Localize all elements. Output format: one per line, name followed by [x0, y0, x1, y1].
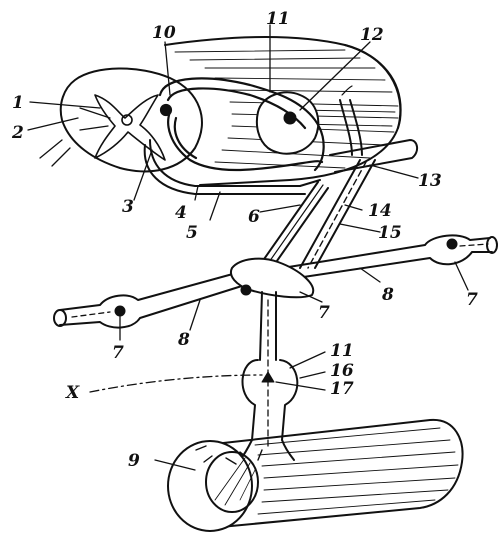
- spinal-cord-cylinder: [164, 36, 402, 186]
- figure-labels: 1 2 3 4 5 6 10 11 12 13 14 15 7 8 7 8 7 …: [11, 9, 478, 471]
- spinal-cord-cross-section: [39, 67, 203, 173]
- nerve-root-arches: [158, 77, 325, 172]
- right-peripheral-nerve: [269, 234, 498, 283]
- label-3: 3: [122, 197, 134, 217]
- leader-lines: [27, 24, 469, 471]
- label-11-bottom: 11: [330, 341, 354, 361]
- label-2: 2: [11, 123, 24, 143]
- label-10: 10: [152, 23, 176, 43]
- muscle-cylinder: [167, 418, 464, 532]
- left-peripheral-nerve: [53, 271, 246, 329]
- label-7-right: 7: [466, 290, 478, 310]
- label-6: 6: [248, 207, 260, 227]
- label-12: 12: [360, 25, 384, 45]
- central-ganglion: [230, 257, 315, 299]
- label-14: 14: [368, 201, 392, 221]
- label-1: 1: [12, 93, 24, 113]
- label-7-left: 7: [112, 343, 124, 363]
- communicating-ramus: [261, 181, 329, 269]
- label-16: 16: [330, 361, 354, 381]
- label-x: X: [65, 383, 80, 403]
- label-7-center: 7: [318, 303, 330, 323]
- label-17: 17: [330, 379, 354, 399]
- sympathetic-trunk: [299, 159, 376, 269]
- label-13: 13: [418, 171, 442, 191]
- label-15: 15: [378, 223, 402, 243]
- label-11-top: 11: [266, 9, 290, 29]
- label-8-left: 8: [177, 330, 190, 350]
- label-4: 4: [175, 203, 187, 223]
- label-5: 5: [186, 223, 198, 243]
- spinal-nerve-roots: [143, 85, 418, 195]
- label-9: 9: [128, 451, 140, 471]
- label-8-right: 8: [381, 285, 394, 305]
